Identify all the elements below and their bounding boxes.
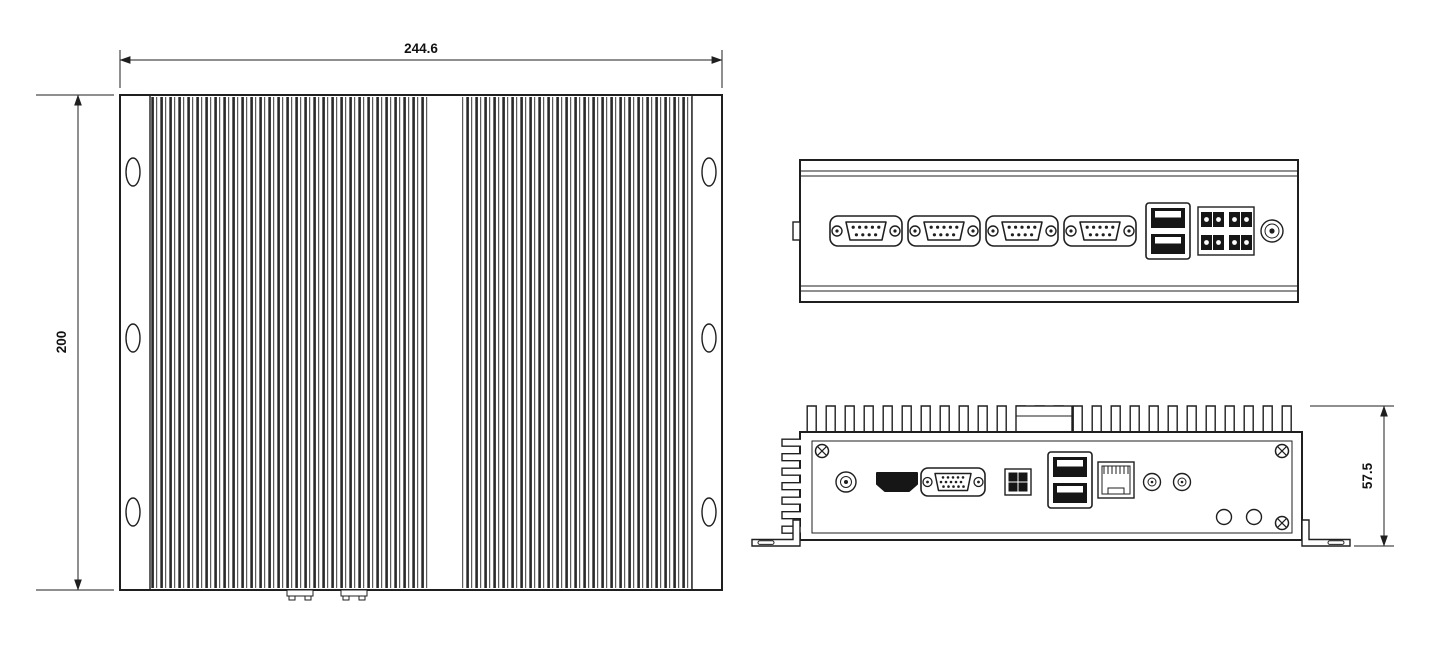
vga-port — [920, 467, 986, 497]
dual-usb-ports-rear — [1047, 451, 1093, 509]
mounting-slot — [701, 497, 717, 527]
dc-power-jack — [835, 471, 857, 493]
db9-serial-port-1 — [829, 215, 903, 247]
rear-panel-face — [811, 440, 1293, 534]
panel-screw — [1274, 515, 1290, 531]
hdmi-port — [876, 472, 918, 492]
terminal-block-connector — [1197, 206, 1255, 256]
db9-serial-port-3 — [985, 215, 1059, 247]
height-dimension: 200 — [36, 94, 114, 591]
antenna-hole — [1215, 508, 1233, 526]
width-dimension: 244.6 — [119, 41, 723, 88]
audio-jack — [1142, 472, 1162, 492]
dimension-label-depth: 57.5 — [1360, 462, 1375, 489]
side-button — [792, 221, 801, 241]
audio-jack — [1172, 472, 1192, 492]
panel-screw — [1274, 443, 1290, 459]
bottom-clip — [340, 589, 368, 601]
mounting-slot — [125, 497, 141, 527]
mounting-slot — [125, 323, 141, 353]
db9-serial-port-2 — [907, 215, 981, 247]
antenna-hole — [1245, 508, 1263, 526]
remote-switch-connector — [1004, 468, 1032, 496]
mounting-slot — [701, 157, 717, 187]
rj45-ethernet-port — [1097, 461, 1135, 499]
foot-slot — [757, 540, 775, 545]
foot-slot — [1327, 540, 1345, 545]
dimension-label-height: 200 — [54, 331, 69, 354]
power-connector — [1260, 219, 1284, 243]
mounting-slot — [701, 323, 717, 353]
dimension-label-width: 244.6 — [404, 41, 438, 56]
db9-serial-port-4 — [1063, 215, 1137, 247]
din-rail-boss — [1015, 405, 1073, 433]
bottom-clip — [286, 589, 314, 601]
top-view — [119, 94, 723, 601]
mounting-foot-right — [1301, 519, 1351, 547]
depth-dimension: 57.5 — [1310, 405, 1394, 547]
panel-screw — [814, 443, 830, 459]
front-panel-view — [792, 159, 1299, 303]
heatsink-fin-profile-left — [778, 438, 801, 539]
mounting-slot — [125, 157, 141, 187]
heatsink-fins-left — [150, 97, 430, 588]
rear-panel-view — [751, 404, 1351, 547]
dual-usb-ports-front — [1145, 202, 1191, 260]
mounting-foot-left — [751, 519, 801, 547]
heatsink-fins-right — [460, 97, 692, 588]
